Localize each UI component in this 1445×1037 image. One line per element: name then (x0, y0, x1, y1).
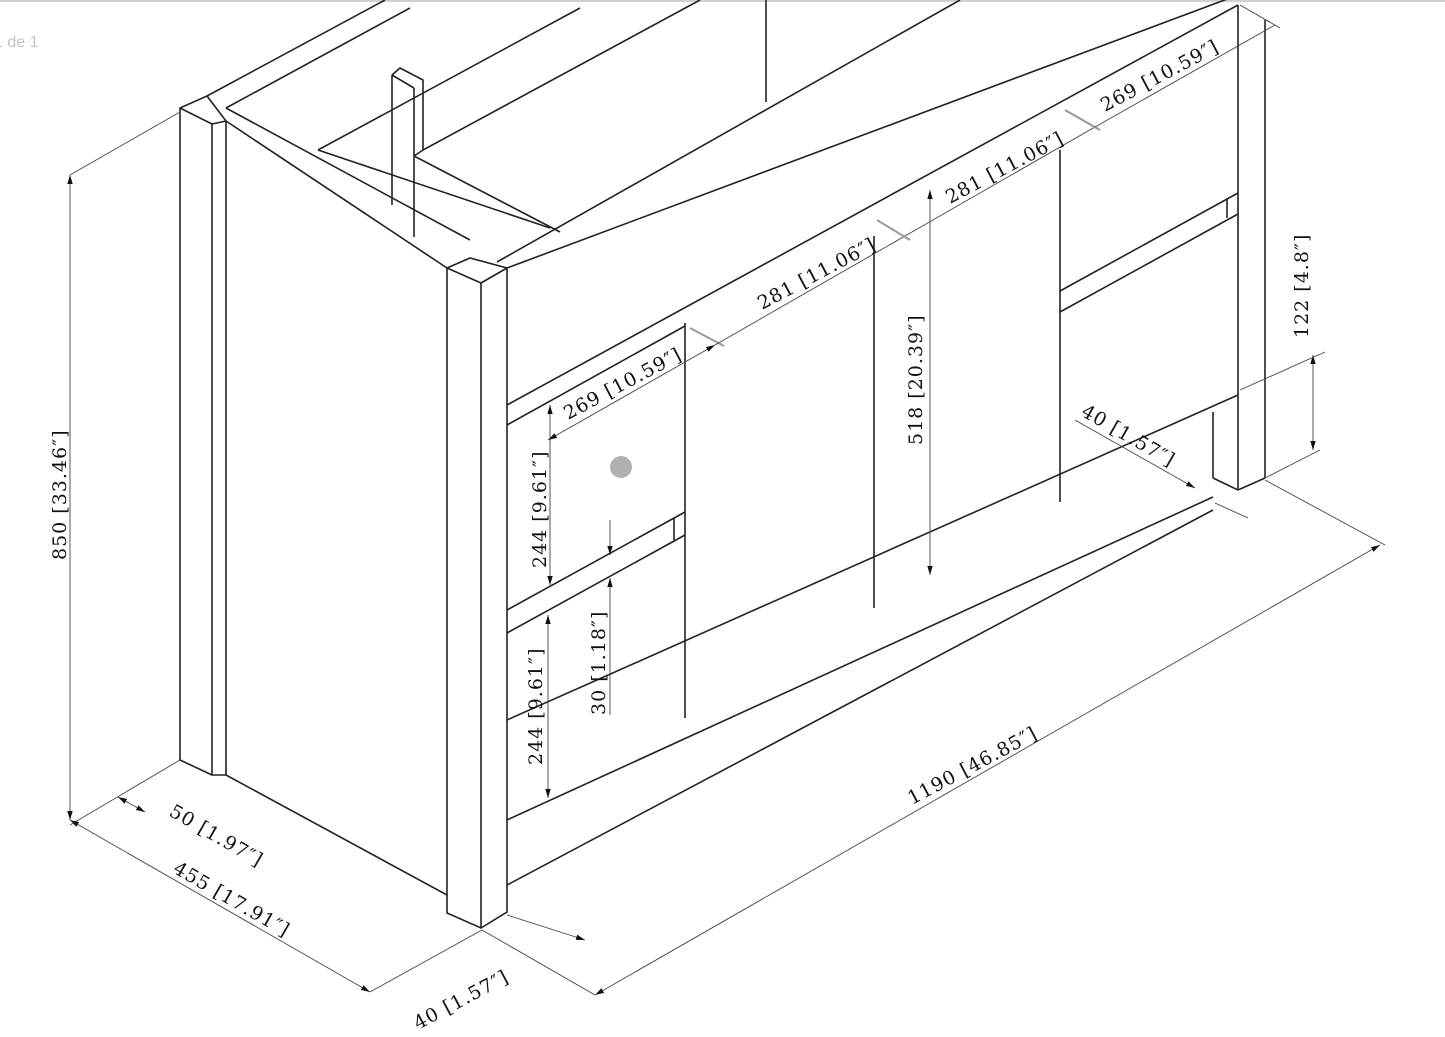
dim-stile-depth-left: 40 [1.57″] (410, 966, 513, 1034)
marker-dot (610, 456, 632, 478)
dim-depth-total: 455 [17.91″] (170, 857, 294, 941)
dim-door-width-right: 281 [11.06″] (942, 128, 1068, 209)
dim-stile-depth-right: 40 [1.57″] (1078, 400, 1179, 471)
dim-drawer-height-bottom: 244 [9.61″] (525, 647, 547, 765)
dim-kick-height: 122 [4.8″] (1291, 234, 1313, 338)
dim-door-height: 518 [20.39″] (905, 314, 927, 445)
dim-height-total: 850 [33.46″] (49, 429, 71, 560)
dim-drawer-width-left: 269 [10.59″] (560, 344, 686, 425)
cabinet-outline (179, 0, 1266, 929)
dim-width-total: 1190 [46.85″] (904, 723, 1041, 810)
viewer-top-border (0, 0, 1445, 2)
dimension-labels: 850 [33.46″] 269 [10.59″] 281 [11.06″] 2… (49, 36, 1313, 1035)
page-indicator: 1 de 1 (0, 34, 39, 51)
dim-door-width-left: 281 [11.06″] (754, 234, 880, 315)
dimension-lines (67, 4, 1386, 996)
dim-drawer-height-top: 244 [9.61″] (529, 450, 551, 568)
dim-drawer-gap: 30 [1.18″] (588, 611, 610, 715)
